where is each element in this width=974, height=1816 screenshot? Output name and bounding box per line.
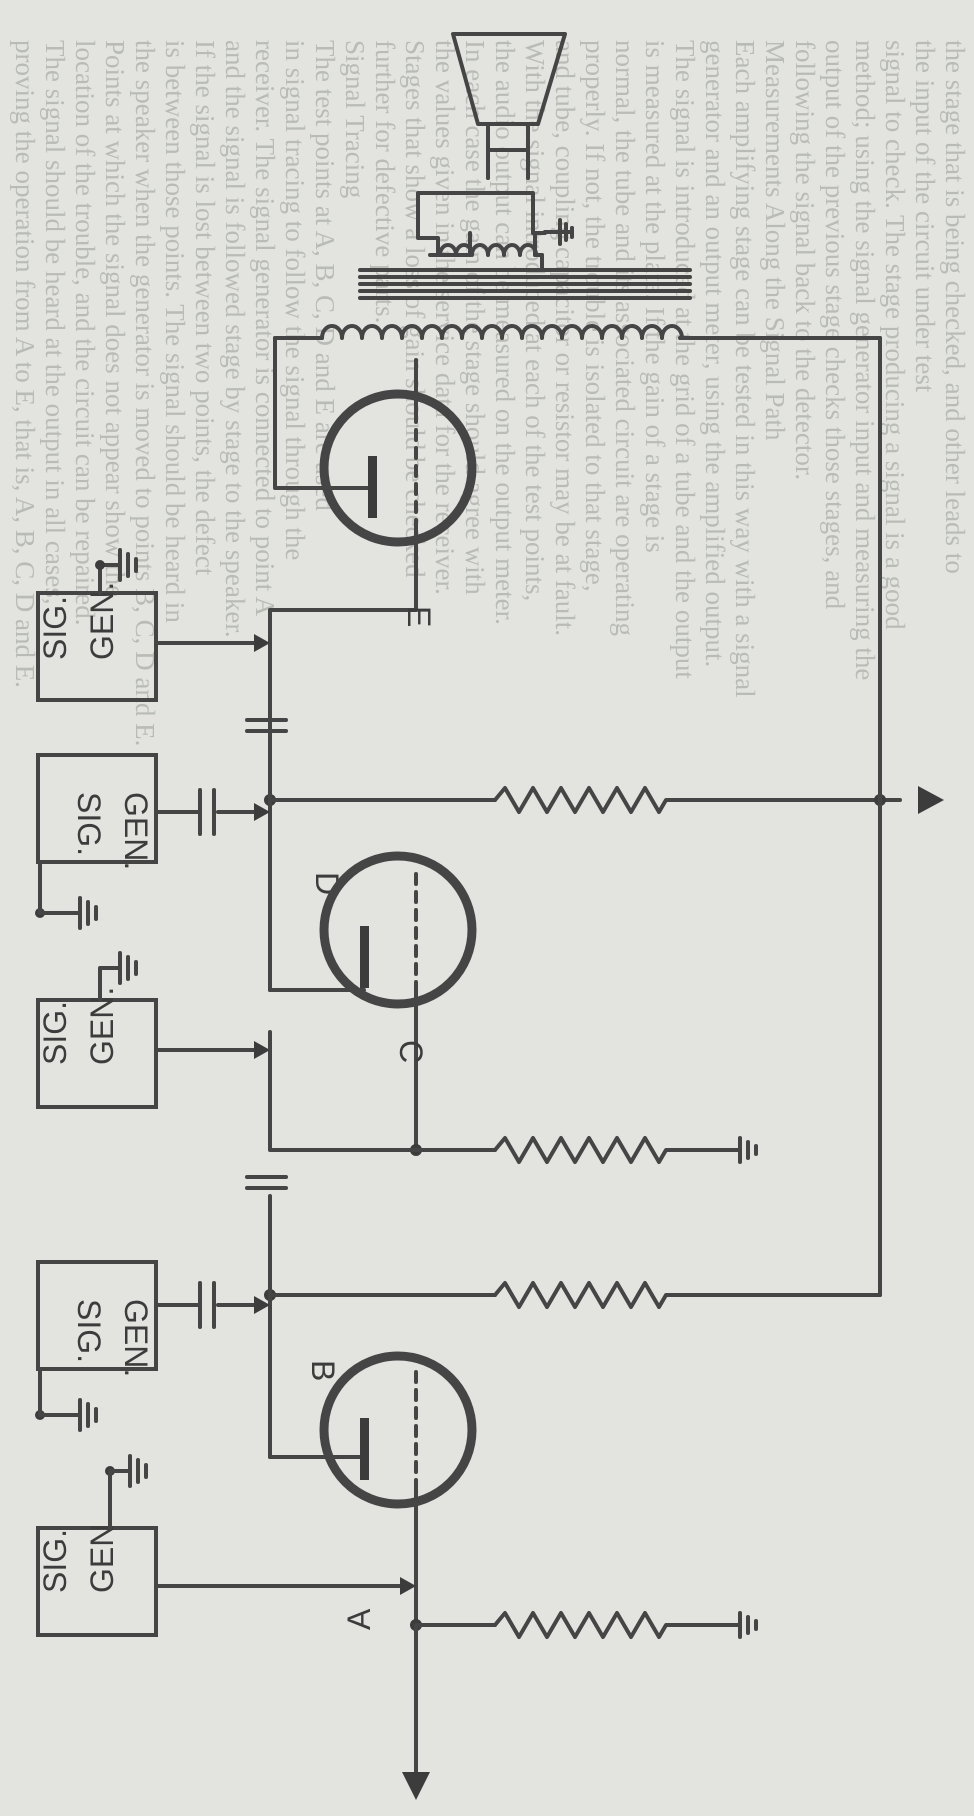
signal-generator-c: SIG. GEN.	[36, 951, 270, 1109]
background-text-line: Measurements Along the Signal Path	[760, 40, 790, 441]
signal-generator-e: SIG. GEN.	[36, 548, 270, 702]
background-text-line: is between those points. The signal shou…	[160, 40, 190, 623]
background-text-line: Each amplifying stage can be tested in t…	[730, 40, 760, 698]
coupling-capacitor-de	[245, 718, 288, 733]
background-text-line: the input of the circuit under test	[910, 40, 940, 393]
label-point-c: C	[393, 1040, 429, 1063]
svg-text:SIG.: SIG.	[71, 792, 107, 856]
background-text-line: following the signal back to the detecto…	[790, 40, 820, 480]
label-point-a: A	[341, 1608, 377, 1630]
coupling-capacitor-bc	[245, 1175, 288, 1190]
background-text-line: With the signal introduced at each of th…	[520, 40, 550, 601]
svg-text:GEN: GEN	[84, 1524, 120, 1593]
background-text-line: output of the previous stage checks thos…	[820, 40, 850, 610]
background-text-line: Stages that show a loss of gain should b…	[400, 40, 430, 578]
signal-generator-b: SIG. GEN.	[35, 1260, 270, 1432]
background-text-line: in signal tracing to follow the signal t…	[280, 40, 310, 560]
loudspeaker	[451, 32, 567, 180]
label-point-e: E	[401, 606, 437, 627]
output-transformer	[273, 191, 882, 490]
background-text-line: proving the operation from A to E, that …	[10, 40, 40, 688]
background-text-line: If the signal is lost between two points…	[190, 40, 220, 576]
vacuum-tube-c	[268, 851, 477, 1152]
vacuum-tube-b	[268, 1351, 477, 1627]
background-text-line: receiver. The signal generator is connec…	[250, 40, 280, 617]
background-text-line: generator and an output meter, using the…	[700, 40, 730, 667]
background-text-line: method; using the signal generator input…	[850, 40, 880, 680]
background-text-line: further for defective parts.	[370, 40, 400, 323]
background-text-line: The signal should be heard at the output…	[40, 40, 70, 605]
background-text-line: location of the trouble, and the circuit…	[70, 40, 100, 626]
background-text-line: properly. If not, the trouble is isolate…	[580, 40, 610, 592]
vacuum-tube-e	[268, 358, 477, 764]
signal-generator-d: SIG. GEN.	[35, 753, 270, 930]
svg-text:GEN.: GEN.	[84, 582, 120, 660]
ground-symbol	[543, 218, 574, 246]
label-point-b: B	[305, 1360, 341, 1381]
background-text-line: Points at which the signal does not appe…	[100, 40, 130, 597]
svg-text:SIG.: SIG.	[37, 1001, 73, 1065]
background-text-line: and the signal is followed stage by stag…	[220, 40, 250, 638]
svg-text:GEN.: GEN.	[118, 792, 154, 870]
background-text-line: the values given in the service data for…	[430, 40, 460, 595]
background-text-line: and tube, coupling capacitor or resistor…	[550, 40, 580, 636]
signal-generator-a: SIG. GEN	[36, 1454, 416, 1637]
background-text-line: normal, the tube and its associated circ…	[610, 40, 640, 636]
background-text-line: the stage that is being checked, and oth…	[940, 40, 970, 574]
background-text: the stage that is being checked, and oth…	[10, 40, 970, 746]
svg-text:SIG.: SIG.	[71, 1299, 107, 1363]
background-text-line: The signal is introduced at the grid of …	[670, 40, 700, 679]
svg-text:GEN.: GEN.	[118, 1299, 154, 1377]
background-text-line: signal to check. The stage producing a s…	[880, 40, 910, 630]
svg-text:SIG.: SIG.	[37, 596, 73, 660]
background-text-line: Signal Tracing	[340, 40, 370, 198]
svg-text:SIG.: SIG.	[37, 1529, 73, 1593]
